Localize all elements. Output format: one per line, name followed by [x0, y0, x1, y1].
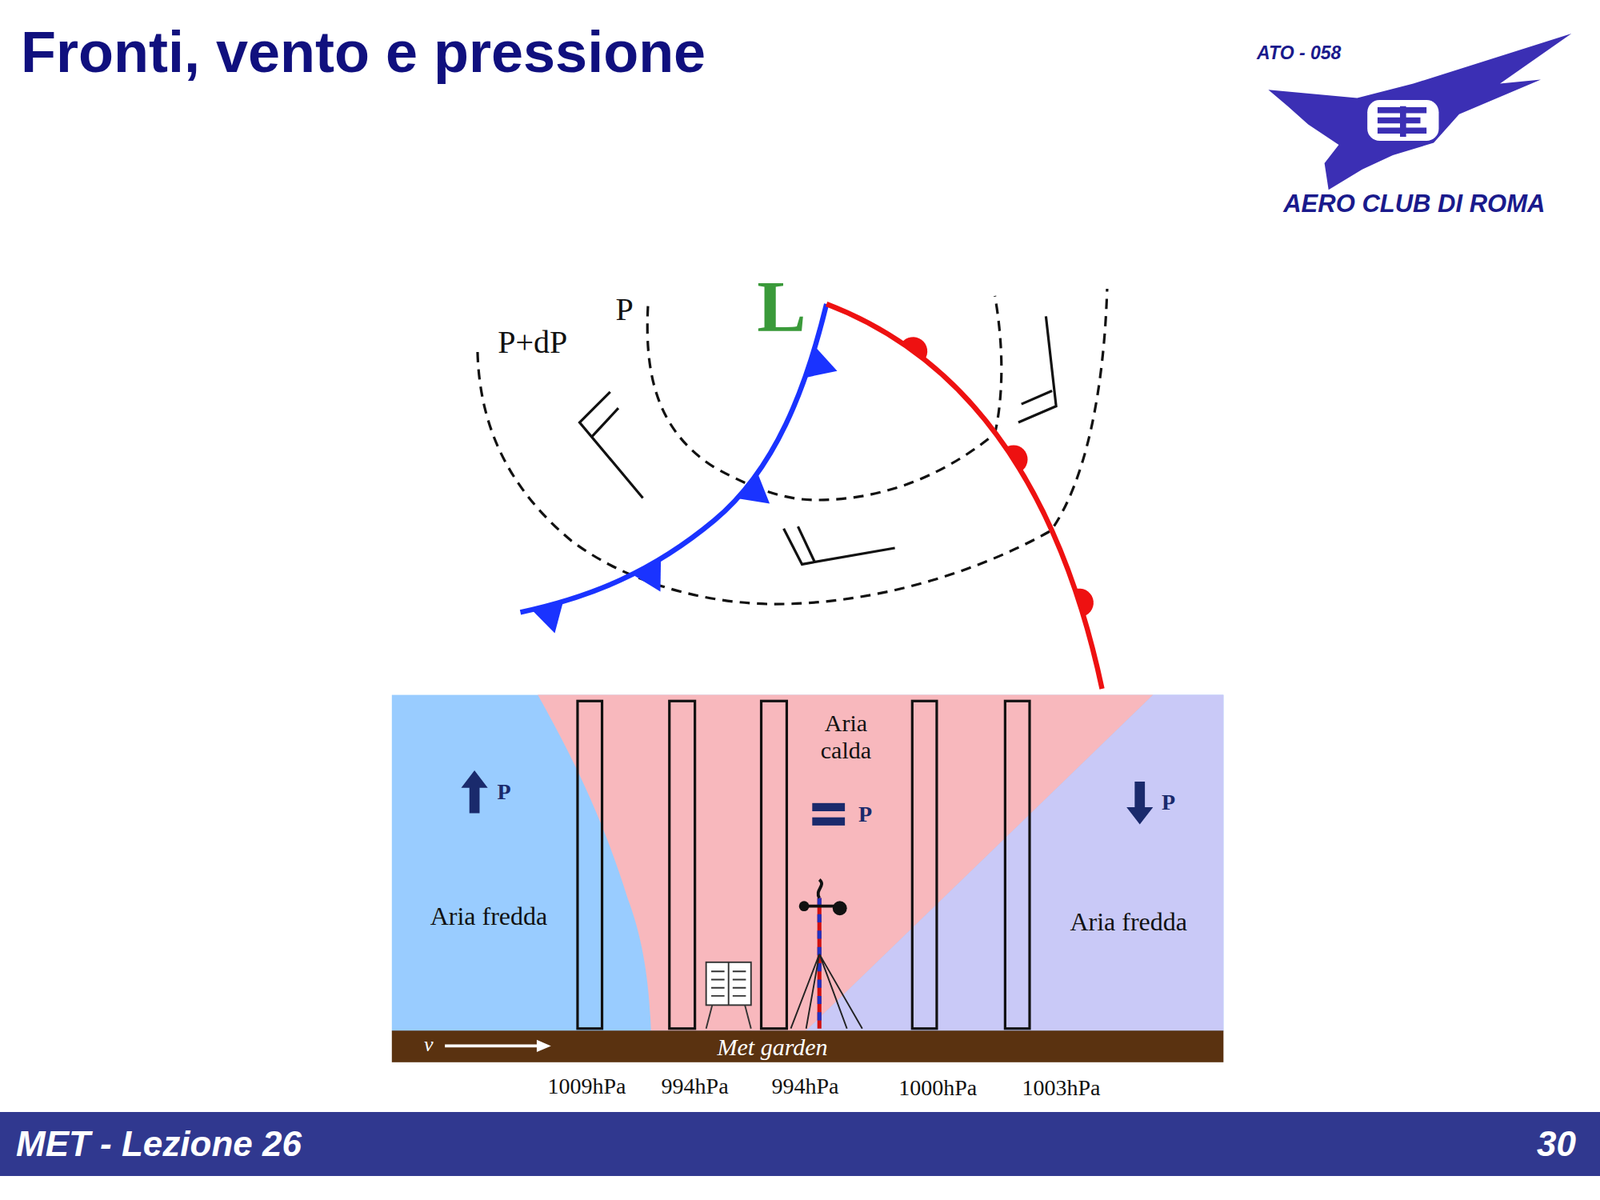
- pressure-value: 994hPa: [771, 1073, 839, 1100]
- warm-front-bump: [901, 336, 928, 360]
- pressure-value: 1003hPa: [1022, 1075, 1101, 1101]
- cold-front-triangle: [632, 558, 661, 592]
- cold-front-triangle: [804, 346, 837, 378]
- pressure-value: 1000hPa: [898, 1075, 977, 1101]
- isobar-label: P+dP: [497, 323, 568, 361]
- velocity-arrow: [444, 1040, 552, 1052]
- cold-front-triangle: [736, 472, 770, 504]
- weather-station: [706, 962, 752, 1029]
- velocity-label: v: [424, 1032, 434, 1057]
- wind-barb: [579, 316, 1056, 564]
- logo-code: ATO - 058: [1256, 42, 1341, 64]
- air-mass-label: Aria fredda: [430, 901, 548, 932]
- isobar-label: P: [615, 290, 633, 328]
- air-mass-label: Aria fredda: [1069, 906, 1188, 936]
- page-number: 30: [1536, 1124, 1576, 1164]
- pressure-value: 1009hPa: [547, 1073, 626, 1100]
- lesson-name: MET - Lezione 26: [16, 1124, 302, 1164]
- cold-air-left: [392, 695, 1224, 1032]
- pressure-trend: P: [858, 801, 872, 828]
- ground: [392, 1030, 1224, 1063]
- cold-front-triangle: [532, 601, 564, 634]
- anemometer: [791, 879, 863, 1028]
- footer-band: MET - Lezione 26 30: [0, 1112, 1600, 1176]
- pressure-trend: P: [497, 779, 512, 805]
- warm-front-bump: [1075, 588, 1094, 617]
- pressure-trend: P: [1161, 789, 1176, 816]
- pressure-symbol: [461, 770, 1154, 826]
- warm-front: [826, 304, 1102, 689]
- warm-front-bump: [1005, 444, 1028, 472]
- pressure-value: 994hPa: [661, 1073, 729, 1100]
- station-label: Met garden: [717, 1033, 828, 1061]
- slide-title: Fronti, vento e pressione: [20, 19, 706, 85]
- air-mass-label: Aria calda: [820, 709, 872, 764]
- logo-name: AERO CLUB DI ROMA: [1283, 189, 1545, 219]
- low-pressure-mark: L: [756, 264, 806, 349]
- warm-air: [537, 695, 1153, 1032]
- air-column: [577, 700, 1030, 1028]
